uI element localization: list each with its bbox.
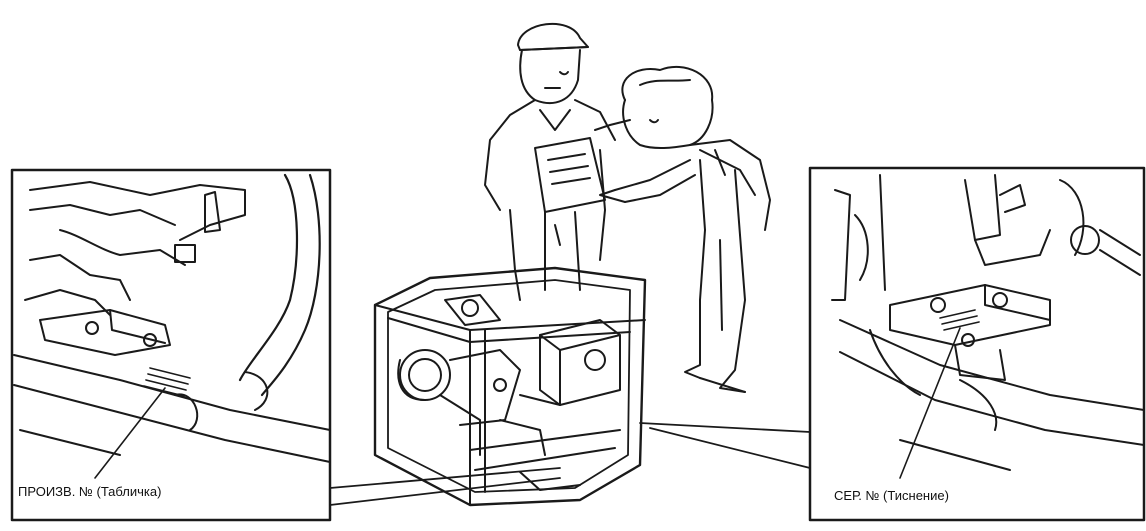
water-pump-unit	[375, 268, 645, 505]
mechanic-pointing	[595, 67, 770, 392]
right-detail-inset	[810, 168, 1144, 520]
serial-plate-label: ПРОИЗВ. № (Табличка)	[16, 484, 163, 499]
callout-connectors	[330, 423, 810, 505]
serial-stamp-marking	[940, 310, 979, 330]
serial-plate-marking	[144, 368, 190, 396]
serial-stamp-label: СЕР. № (Тиснение)	[832, 488, 951, 503]
left-detail-inset	[12, 170, 330, 520]
mechanic-with-cap	[485, 24, 615, 300]
